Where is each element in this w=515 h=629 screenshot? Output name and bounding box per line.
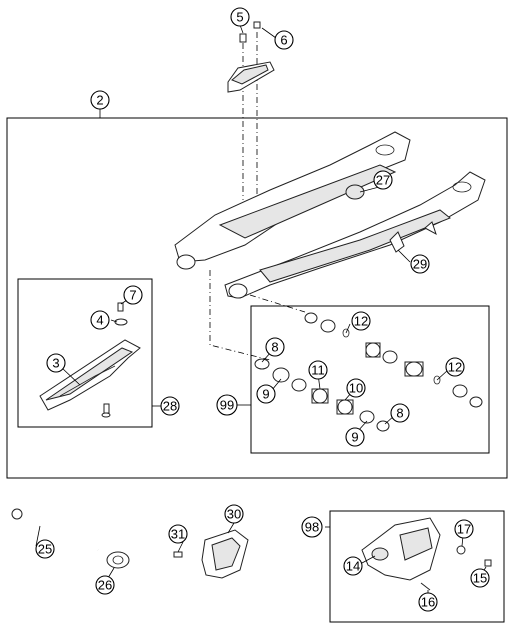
svg-text:27: 27 [376, 173, 390, 188]
bearing-parts-lower-row [254, 358, 390, 432]
bearing-kit-box [250, 305, 490, 454]
upper-chain-slider-part [227, 61, 275, 93]
guide-nut-15 [484, 559, 492, 567]
svg-text:11: 11 [311, 363, 325, 378]
callout-99: 99 [216, 394, 238, 416]
svg-text:12: 12 [354, 314, 368, 329]
screw-5 [239, 33, 247, 43]
callout-16: 16 [418, 592, 438, 612]
callout-98: 98 [301, 516, 323, 538]
slider-washer-4 [114, 318, 128, 326]
bracket-screw [173, 551, 183, 558]
chain-slider-box [17, 278, 153, 428]
svg-text:14: 14 [346, 559, 360, 574]
chain-guide-bracket [201, 529, 249, 579]
svg-text:16: 16 [421, 595, 435, 610]
swingarm-axle [11, 508, 100, 553]
svg-text:7: 7 [129, 288, 136, 303]
svg-text:5: 5 [236, 10, 243, 25]
svg-text:29: 29 [413, 257, 427, 272]
callout-14: 14 [343, 556, 363, 576]
callout-6: 6 [274, 30, 294, 50]
svg-text:98: 98 [305, 520, 319, 535]
callout-12-upper: 12 [351, 311, 371, 331]
callout-27: 27 [373, 170, 393, 190]
svg-text:2: 2 [96, 93, 103, 108]
callout-4: 4 [90, 310, 110, 330]
callout-7: 7 [123, 285, 143, 305]
svg-text:9: 9 [262, 387, 269, 402]
guide-screw-16 [420, 582, 431, 591]
callout-30: 30 [224, 504, 244, 524]
callout-2: 2 [90, 90, 110, 110]
callout-10: 10 [346, 378, 366, 398]
callout-9-left: 9 [256, 384, 276, 404]
guide-washer-17 [456, 545, 466, 555]
nut-6 [253, 21, 261, 29]
callout-29: 29 [410, 254, 430, 274]
bearing-parts-upper-row [304, 312, 483, 408]
svg-text:99: 99 [220, 398, 234, 413]
slider-bolt-bottom [101, 403, 111, 418]
svg-text:30: 30 [227, 507, 241, 522]
callout-5: 5 [230, 7, 250, 27]
swingarm-body [174, 131, 486, 299]
svg-text:6: 6 [280, 33, 287, 48]
chain-slider-part [39, 339, 141, 411]
callout-15: 15 [470, 568, 490, 588]
assembly-line-left-pivot [209, 270, 271, 361]
svg-text:28: 28 [163, 399, 177, 414]
svg-text:10: 10 [349, 381, 363, 396]
svg-text:25: 25 [38, 542, 52, 557]
svg-text:3: 3 [52, 356, 59, 371]
assembly-line-right-pivot [249, 294, 306, 313]
chain-guide-kit-box [329, 510, 505, 623]
callout-31: 31 [168, 524, 188, 544]
callout-25: 25 [35, 539, 55, 559]
svg-text:12: 12 [448, 360, 462, 375]
callout-17: 17 [454, 519, 474, 539]
svg-text:8: 8 [271, 340, 278, 355]
svg-text:31: 31 [171, 527, 185, 542]
callout-11: 11 [308, 360, 328, 380]
callout-8-right: 8 [390, 403, 410, 423]
slider-screw-7 [117, 302, 124, 312]
callout-12-right: 12 [445, 357, 465, 377]
chain-guide-part [361, 517, 441, 581]
svg-text:15: 15 [473, 571, 487, 586]
svg-text:8: 8 [396, 406, 403, 421]
callout-3: 3 [46, 353, 66, 373]
svg-text:26: 26 [98, 578, 112, 593]
callout-26: 26 [95, 575, 115, 595]
axle-nut [106, 551, 130, 569]
svg-text:17: 17 [457, 522, 471, 537]
callout-8-left: 8 [265, 337, 285, 357]
svg-text:9: 9 [351, 430, 358, 445]
callout-28: 28 [160, 396, 180, 416]
swingarm-assembly-frame [6, 117, 508, 479]
svg-text:4: 4 [96, 313, 103, 328]
callout-9-right: 9 [345, 427, 365, 447]
